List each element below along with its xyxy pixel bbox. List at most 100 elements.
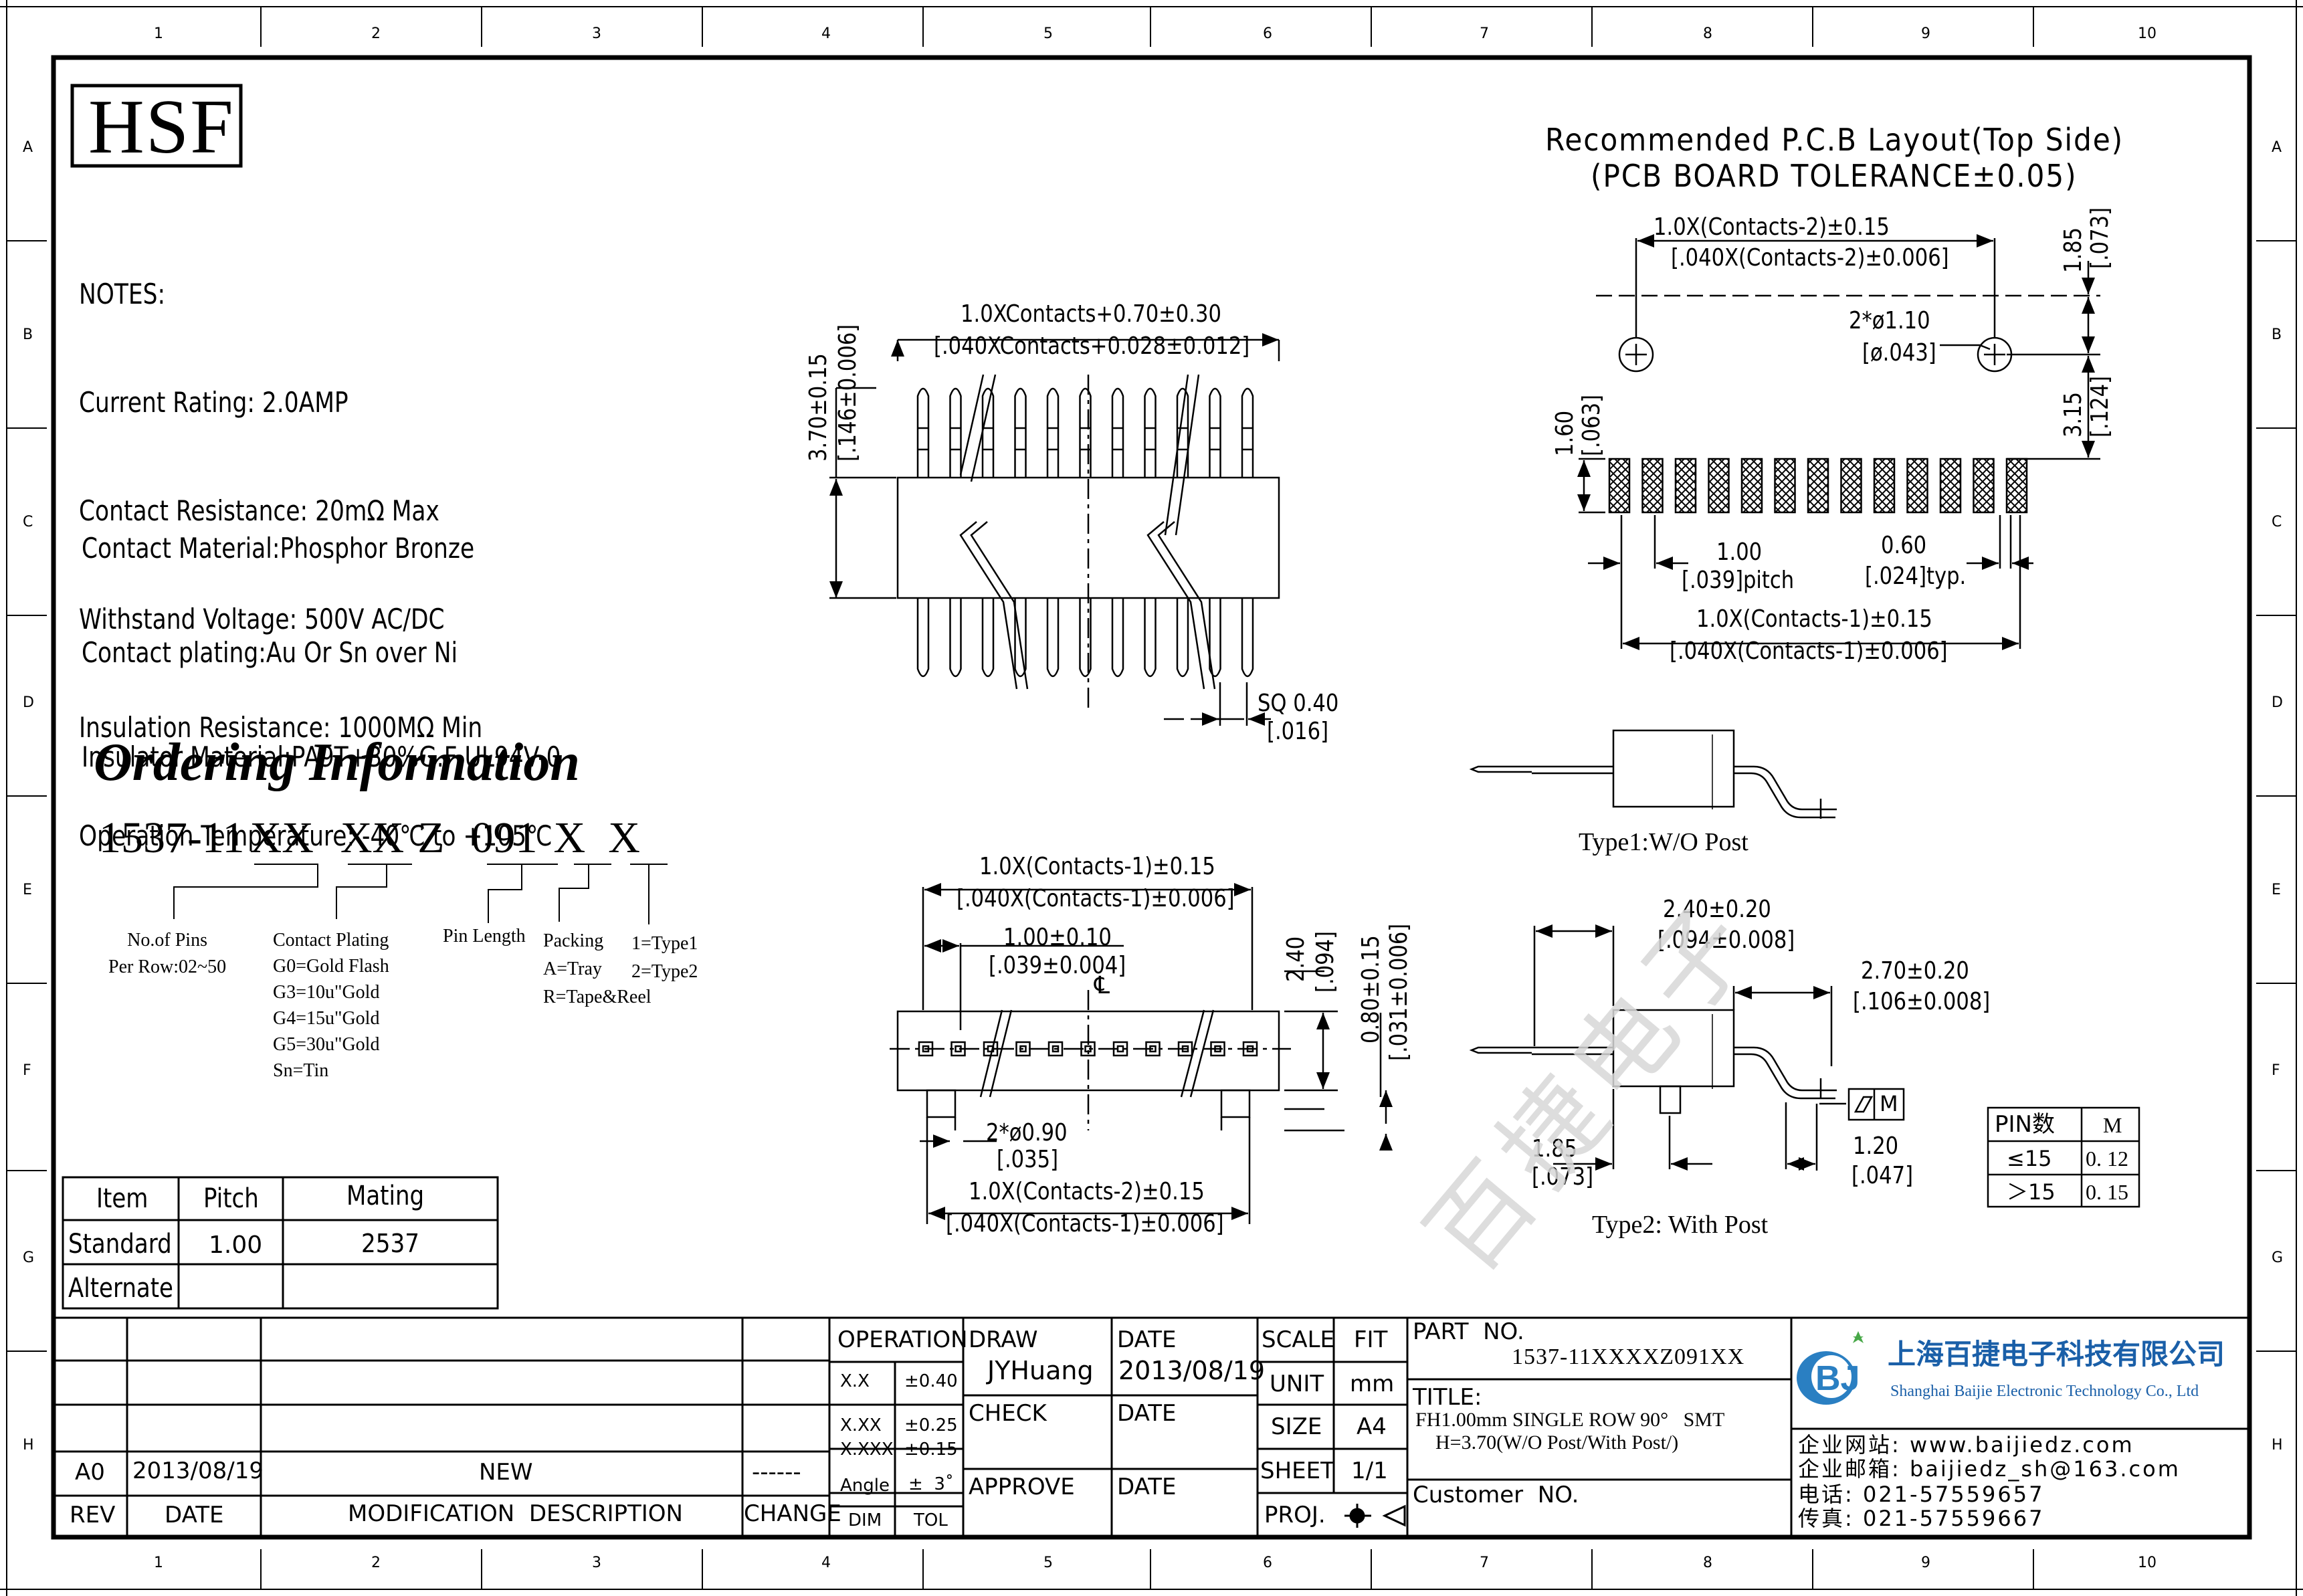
draw-label: DRAW xyxy=(969,1326,1038,1353)
customer-no-label: Customer NO. xyxy=(1413,1482,1579,1508)
frame-row-letter: D xyxy=(23,694,34,711)
tol-label: X.XX xyxy=(840,1415,882,1435)
note-line: Current Rating: 2.0AMP xyxy=(79,386,348,419)
pin-table-header: PIN数 xyxy=(1995,1111,2055,1138)
approve-label: APPROVE xyxy=(969,1474,1075,1500)
type2-post-dim: 1.85 xyxy=(1532,1135,1578,1163)
frame-row-letter: G xyxy=(23,1250,35,1266)
pcb-layout-drawing xyxy=(1577,234,2100,650)
svg-text:BJ: BJ xyxy=(1815,1359,1860,1398)
contact-square xyxy=(918,1041,934,1057)
post-dia-dim: 2*ø0.90 xyxy=(986,1119,1068,1146)
unit-value: mm xyxy=(1350,1371,1395,1397)
frame-col-number: 6 xyxy=(1263,25,1272,42)
frame-row-letter: H xyxy=(23,1437,34,1454)
company-fax: 传真: 021-57559667 xyxy=(1798,1506,2045,1531)
change-header: CHANGE xyxy=(744,1500,841,1527)
draw-date-value: 2013/08/19 xyxy=(1118,1356,1266,1385)
pcb-row-dim: 3.15 xyxy=(2060,391,2087,437)
rev-date-value: 2013/08/19 xyxy=(132,1458,264,1484)
unit-label: UNIT xyxy=(1270,1371,1324,1397)
contact-square xyxy=(1112,1041,1128,1057)
contact-square xyxy=(1015,1041,1031,1057)
post-spacing-dim-inch: [.040X(Contacts-1)±0.006] xyxy=(946,1210,1224,1237)
tol-label: Angle xyxy=(840,1476,890,1496)
pcb-hole-dia-dim: 2*ø1.10 xyxy=(1849,307,1930,334)
ordering-pin-length: Pin Length xyxy=(443,926,526,946)
scale-value: FIT xyxy=(1354,1326,1388,1353)
type2-foot-dim: 1.20 xyxy=(1853,1132,1899,1160)
title-label: TITLE: xyxy=(1413,1384,1482,1411)
notes-block: NOTES: Current Rating: 2.0AMP Contact Re… xyxy=(79,204,553,890)
pcb-title: Recommended P.C.B Layout(Top Side) xyxy=(1545,122,2124,158)
pcb-pitch-dim-inch: [.039]pitch xyxy=(1682,567,1795,594)
materials-block: Contact Material:Phosphor Bronze Contact… xyxy=(82,462,561,809)
frame-col-number: 3 xyxy=(592,25,601,42)
pcb-pad xyxy=(1641,458,1664,514)
pcb-pad xyxy=(1973,458,1995,514)
type2-label: Type2: With Post xyxy=(1592,1211,1769,1239)
frame-row-letter: A xyxy=(23,139,33,156)
type2-tail-dim: 2.70±0.20 xyxy=(1861,957,1969,985)
mating-cell: 1.00 xyxy=(209,1231,263,1259)
pcb-pitch-dim: 1.00 xyxy=(1716,538,1763,566)
check-label: CHECK xyxy=(969,1400,1047,1427)
note-line: Contact Resistance: 20mΩ Max xyxy=(79,494,439,527)
note-line: Insulation Resistance: 1000MΩ Min xyxy=(79,711,483,744)
mating-cell: Alternate xyxy=(68,1273,173,1304)
mating-header-pitch: Pitch xyxy=(203,1183,259,1214)
tol-label: X.X xyxy=(840,1371,870,1391)
drawer-value: JYHuang xyxy=(987,1356,1094,1385)
contact-square xyxy=(1177,1041,1193,1057)
frame-col-number: 5 xyxy=(1043,25,1053,42)
contact-square xyxy=(1242,1041,1258,1057)
company-name-cn: 上海百捷电子科技有限公司 xyxy=(1888,1338,2225,1371)
title-line-2: H=3.70(W/O Post/With Post/) xyxy=(1435,1431,1679,1454)
logo-box xyxy=(70,84,243,168)
type2-post-dim-inch: [.073] xyxy=(1532,1163,1594,1191)
type2-tail-dim-inch: [.106±0.008] xyxy=(1853,988,1991,1015)
frame-col-number: 4 xyxy=(821,1555,831,1571)
frame-col-number: 3 xyxy=(592,1555,601,1571)
material-line: Insulator Material:PA9T+30%G.F UL94V-0 xyxy=(82,740,561,773)
ordering-title: Ordering Information xyxy=(94,733,580,792)
pin-table-cell: ＞15 xyxy=(2007,1179,2056,1205)
pcb-pad xyxy=(1608,458,1631,514)
frame-row-letter: F xyxy=(23,1062,31,1079)
frame-row-letter: C xyxy=(23,514,33,530)
mating-header-mating: Mating xyxy=(346,1181,425,1211)
pcb-pad-span-dim: 1.0X(Contacts-1)±0.15 xyxy=(1696,605,1932,633)
company-name-en: Shanghai Baijie Electronic Technology Co… xyxy=(1890,1383,2199,1400)
centerline-symbol: ℄ xyxy=(1094,972,1110,999)
logo: HSF xyxy=(88,84,235,170)
sheet-value: 1/1 xyxy=(1351,1458,1388,1484)
tol-value: TOL xyxy=(914,1510,948,1530)
frame-col-number: 7 xyxy=(1480,25,1489,42)
front-view-drawing xyxy=(829,340,1279,726)
mating-cell: Standard xyxy=(68,1229,172,1260)
pcb-pad xyxy=(1807,458,1829,514)
proj-label: PROJ. xyxy=(1264,1502,1326,1528)
tol-value: ± 3˚ xyxy=(908,1474,954,1494)
pcb-pad xyxy=(2005,458,2028,514)
rev-desc-value: NEW xyxy=(479,1459,533,1486)
pcb-pad xyxy=(1906,458,1928,514)
frame-col-number: 9 xyxy=(1921,1555,1930,1571)
frame-row-letter: B xyxy=(23,326,33,343)
frame-col-number: 1 xyxy=(154,1555,163,1571)
top-height-dim-inch: [.094] xyxy=(1312,930,1339,993)
frame-row-letter: B xyxy=(2272,326,2282,343)
pcb-pad xyxy=(1674,458,1697,514)
check-date-label: DATE xyxy=(1117,1400,1177,1427)
frame-row-letter: E xyxy=(23,882,32,898)
part-no-label: PART NO. xyxy=(1413,1318,1524,1345)
note-line: Withstand Voltage: 500V AC/DC xyxy=(79,603,445,635)
connector-pin xyxy=(1079,387,1092,678)
frame-col-number: 2 xyxy=(371,25,381,42)
pcb-pad-width-dim: 0.60 xyxy=(1881,532,1927,559)
